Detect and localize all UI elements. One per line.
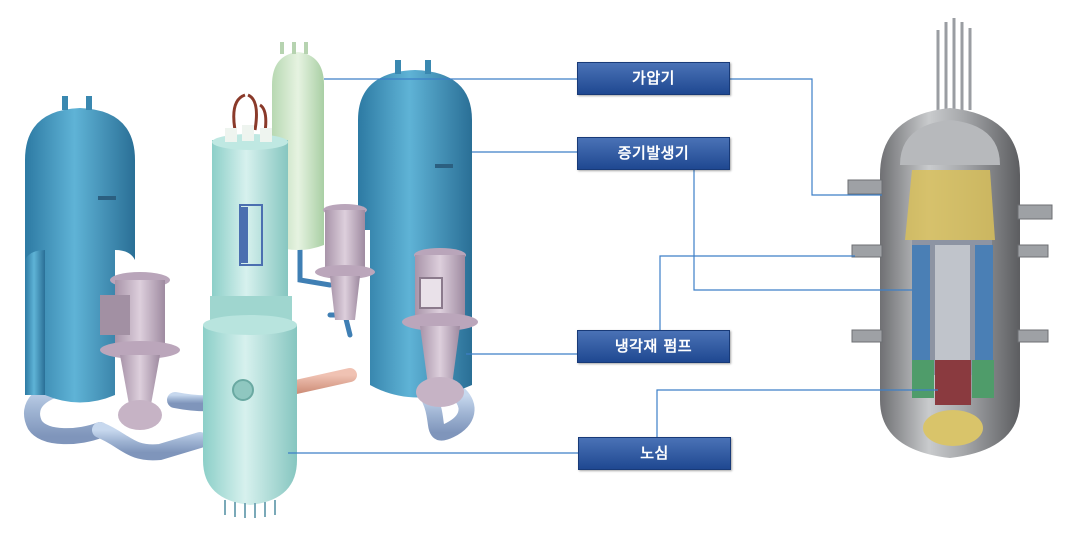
rcs-loop-illustration [24,42,478,518]
coolant-pump-right [402,248,478,407]
leader-line-sg-right [693,169,912,291]
core-label: 노심 [578,437,731,470]
leader-lines [288,78,938,454]
steam-generator-label: 증기발생기 [577,137,730,170]
coolant-pump-label: 냉각재 펌프 [577,330,730,363]
coolant-pump-center [315,204,375,320]
coolant-pump-left [100,272,180,430]
leader-line-pressurizer-right [730,78,882,196]
pressurizer-label: 가압기 [577,62,730,95]
leader-line-core-right [656,389,938,437]
control-rod-drive-mechanisms [936,18,972,110]
vessel-nozzles [847,179,1053,343]
reactor-vessel-cutaway [847,18,1053,458]
reactor-vessel [203,93,297,518]
leader-line-pump-right [659,255,855,330]
